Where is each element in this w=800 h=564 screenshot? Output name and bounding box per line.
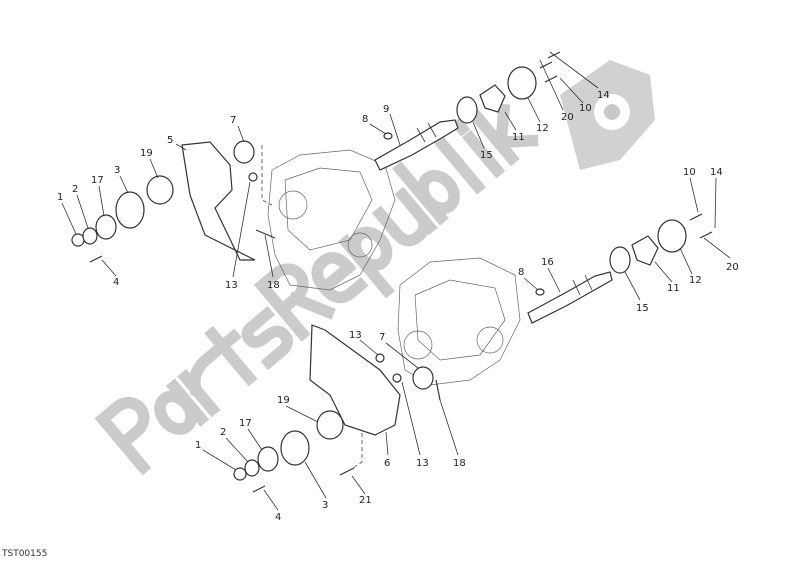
callout-16: 16 bbox=[541, 257, 554, 268]
callout-14: 14 bbox=[597, 90, 610, 101]
callout-17: 17 bbox=[91, 175, 104, 186]
callout-2: 2 bbox=[72, 184, 78, 195]
callout-7: 7 bbox=[379, 332, 385, 343]
callout-5: 5 bbox=[167, 135, 173, 146]
callout-20: 20 bbox=[726, 262, 739, 273]
callout-11: 11 bbox=[667, 283, 680, 294]
callout-11: 11 bbox=[512, 132, 525, 143]
callout-8: 8 bbox=[518, 267, 524, 278]
callout-21: 21 bbox=[359, 495, 372, 506]
diagram-code: TST00155 bbox=[2, 549, 48, 559]
callout-15: 15 bbox=[636, 303, 649, 314]
partsrepublik-watermark bbox=[94, 60, 655, 476]
callout-13: 13 bbox=[416, 458, 429, 469]
callouts-upper-right: 15 11 12 20 10 14 bbox=[472, 51, 610, 161]
callout-15: 15 bbox=[480, 150, 493, 161]
callout-19: 19 bbox=[140, 148, 153, 159]
callout-9: 9 bbox=[383, 104, 389, 115]
callout-12: 12 bbox=[689, 275, 702, 286]
callout-6: 6 bbox=[384, 458, 390, 469]
callout-2: 2 bbox=[220, 427, 226, 438]
gear-logo-icon bbox=[594, 94, 630, 130]
callout-3: 3 bbox=[114, 165, 120, 176]
upper-timing-parts bbox=[71, 140, 276, 263]
camshaft-upper bbox=[374, 51, 561, 171]
callout-1: 1 bbox=[57, 192, 63, 203]
callout-17: 17 bbox=[239, 418, 252, 429]
cylinder-head-upper bbox=[267, 149, 396, 291]
callouts-lower-right: 10 14 20 12 11 15 8 16 bbox=[518, 167, 739, 314]
callout-18: 18 bbox=[453, 458, 466, 469]
lower-timing-parts bbox=[233, 324, 441, 493]
callout-10: 10 bbox=[579, 103, 592, 114]
callout-19: 19 bbox=[277, 395, 290, 406]
callout-3: 3 bbox=[322, 500, 328, 511]
callout-4: 4 bbox=[275, 512, 281, 523]
callout-13: 13 bbox=[225, 280, 238, 291]
callout-1: 1 bbox=[195, 440, 201, 451]
callouts-upper-left: 1 2 17 3 19 5 7 13 18 4 8 9 bbox=[57, 104, 401, 291]
callout-20: 20 bbox=[561, 112, 574, 123]
callouts-lower-left: 13 7 19 17 2 1 6 13 18 21 3 4 bbox=[195, 330, 466, 523]
callout-8: 8 bbox=[362, 114, 368, 125]
callout-7: 7 bbox=[230, 115, 236, 126]
cylinder-head-lower bbox=[397, 257, 521, 386]
callout-14: 14 bbox=[710, 167, 723, 178]
callout-12: 12 bbox=[536, 123, 549, 134]
callout-18: 18 bbox=[267, 280, 280, 291]
callout-10: 10 bbox=[683, 167, 696, 178]
callout-13: 13 bbox=[349, 330, 362, 341]
camshaft-lower bbox=[527, 213, 713, 324]
callout-4: 4 bbox=[113, 277, 119, 288]
